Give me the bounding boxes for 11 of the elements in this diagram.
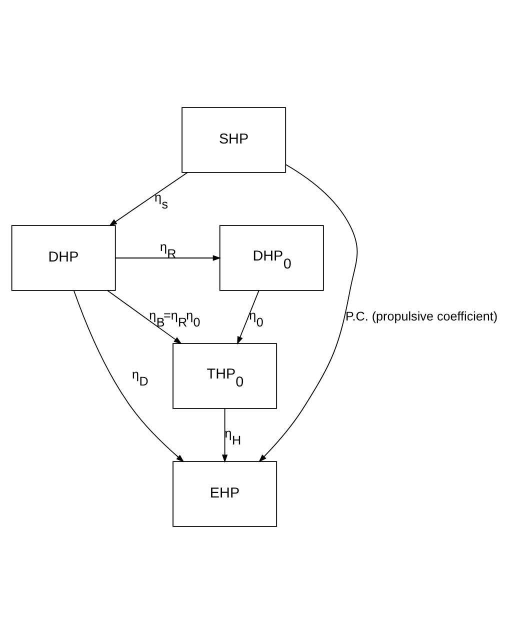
arrow	[107, 290, 182, 344]
arrow	[108, 172, 188, 226]
arrow	[115, 254, 221, 260]
arrow	[237, 290, 260, 344]
node-box: DHP	[11, 224, 116, 290]
edge-label: P.C. (propulsive coefficient)	[345, 308, 498, 323]
node-box: EHP	[172, 460, 278, 526]
arrow	[222, 408, 228, 462]
node-box: SHP	[182, 106, 286, 172]
arrow	[73, 290, 184, 462]
arrow	[258, 164, 358, 462]
